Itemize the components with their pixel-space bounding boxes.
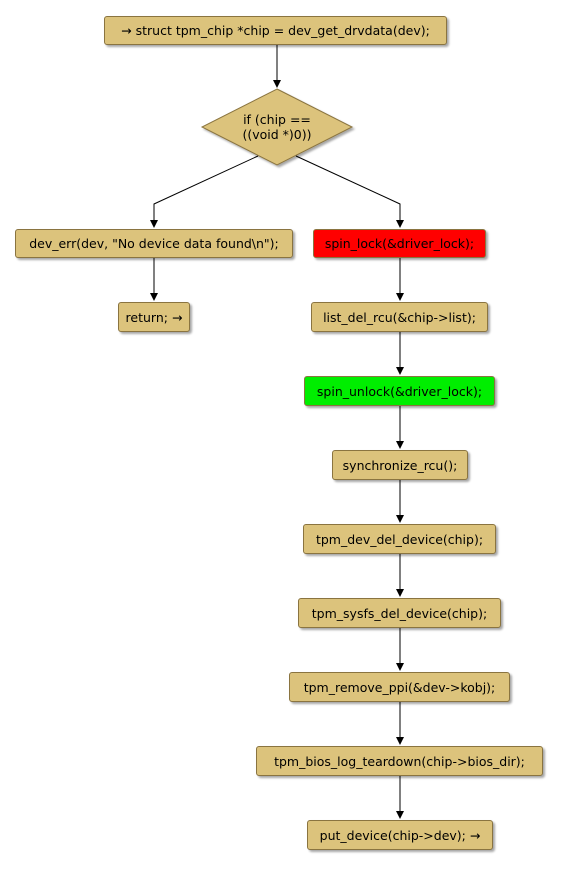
node-start: → struct tpm_chip *chip = dev_get_drvdat… — [104, 16, 447, 45]
node-list-del-rcu-label: list_del_rcu(&chip->list); — [323, 309, 476, 325]
decision-line-1: if (chip == — [243, 112, 311, 127]
node-tpm-bios-log-teardown: tpm_bios_log_teardown(chip->bios_dir); — [256, 746, 543, 776]
node-dev-err: dev_err(dev, "No device data found\n"); — [15, 229, 293, 258]
decision-line-2: ((void *)0)) — [242, 127, 312, 142]
node-synchronize-rcu: synchronize_rcu(); — [332, 450, 468, 480]
node-start-label: → struct tpm_chip *chip = dev_get_drvdat… — [121, 23, 430, 38]
node-tpm-sysfs-del-device-label: tpm_sysfs_del_device(chip); — [311, 605, 488, 621]
node-put-device: put_device(chip->dev); → — [307, 820, 493, 850]
node-tpm-dev-del-device-label: tpm_dev_del_device(chip); — [315, 531, 484, 547]
node-decision-label: if (chip == ((void *)0)) — [202, 104, 352, 150]
node-put-device-label: put_device(chip->dev); → — [319, 827, 481, 843]
node-return: return; → — [118, 302, 190, 332]
node-tpm-sysfs-del-device: tpm_sysfs_del_device(chip); — [298, 598, 501, 628]
node-list-del-rcu: list_del_rcu(&chip->list); — [311, 302, 488, 332]
node-tpm-remove-ppi-label: tpm_remove_ppi(&dev->kobj); — [303, 679, 496, 695]
node-return-label: return; → — [125, 309, 183, 325]
decision-diamond — [200, 88, 354, 166]
node-tpm-remove-ppi: tpm_remove_ppi(&dev->kobj); — [289, 672, 510, 702]
node-synchronize-rcu-label: synchronize_rcu(); — [342, 457, 458, 473]
edge-decision-to-spin-lock — [295, 155, 404, 228]
node-dev-err-label: dev_err(dev, "No device data found\n"); — [29, 236, 279, 251]
node-spin-unlock-label: spin_unlock(&driver_lock); — [316, 383, 483, 399]
node-tpm-bios-log-teardown-label: tpm_bios_log_teardown(chip->bios_dir); — [274, 753, 525, 769]
edge-decision-to-dev-err — [150, 155, 259, 228]
node-tpm-dev-del-device: tpm_dev_del_device(chip); — [303, 524, 496, 554]
node-spin-lock-label: spin_lock(&driver_lock); — [324, 236, 475, 251]
node-spin-lock: spin_lock(&driver_lock); — [313, 229, 486, 258]
node-spin-unlock: spin_unlock(&driver_lock); — [304, 376, 495, 406]
